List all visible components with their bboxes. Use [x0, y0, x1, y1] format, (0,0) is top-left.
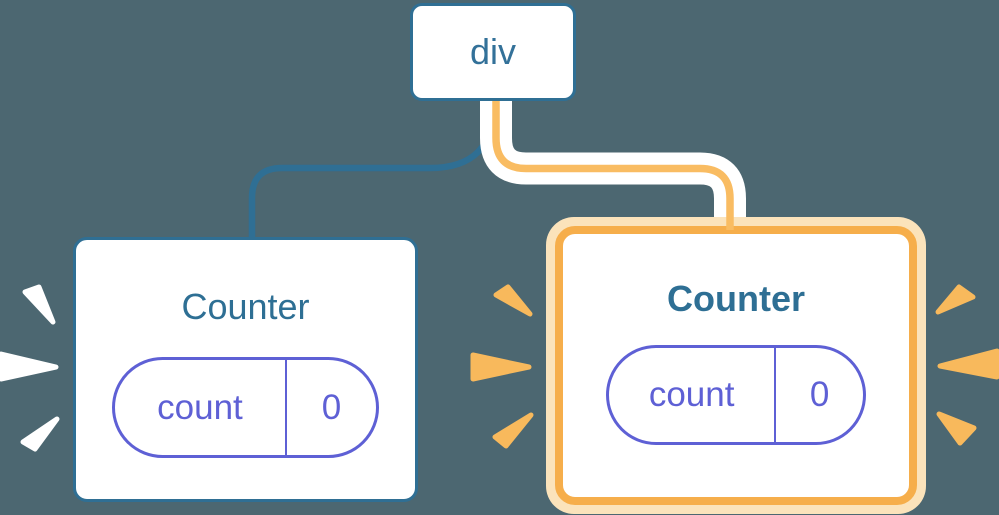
state-pill: count 0	[112, 357, 379, 458]
connector-left	[248, 101, 498, 239]
connector-right	[492, 101, 734, 230]
counter-card-left: Counter count 0	[73, 237, 418, 502]
state-value: 0	[284, 360, 376, 455]
state-key: count	[648, 375, 735, 414]
counter-card-right-highlight: Counter count 0	[546, 217, 926, 514]
state-value: 0	[774, 348, 863, 442]
state-pill: count 0	[606, 345, 866, 445]
counter-card-right: Counter count 0	[555, 226, 917, 505]
counter-title: Counter	[667, 278, 805, 319]
counter-title: Counter	[181, 286, 310, 327]
root-node-div: div	[410, 3, 576, 101]
root-node-label: div	[469, 31, 517, 72]
burst-icon-right-card-left	[470, 284, 534, 449]
connector-right-halo	[480, 99, 746, 219]
burst-icon-left-card	[0, 284, 60, 452]
state-key: count	[157, 387, 243, 427]
burst-icon-right-card-right	[935, 284, 999, 446]
